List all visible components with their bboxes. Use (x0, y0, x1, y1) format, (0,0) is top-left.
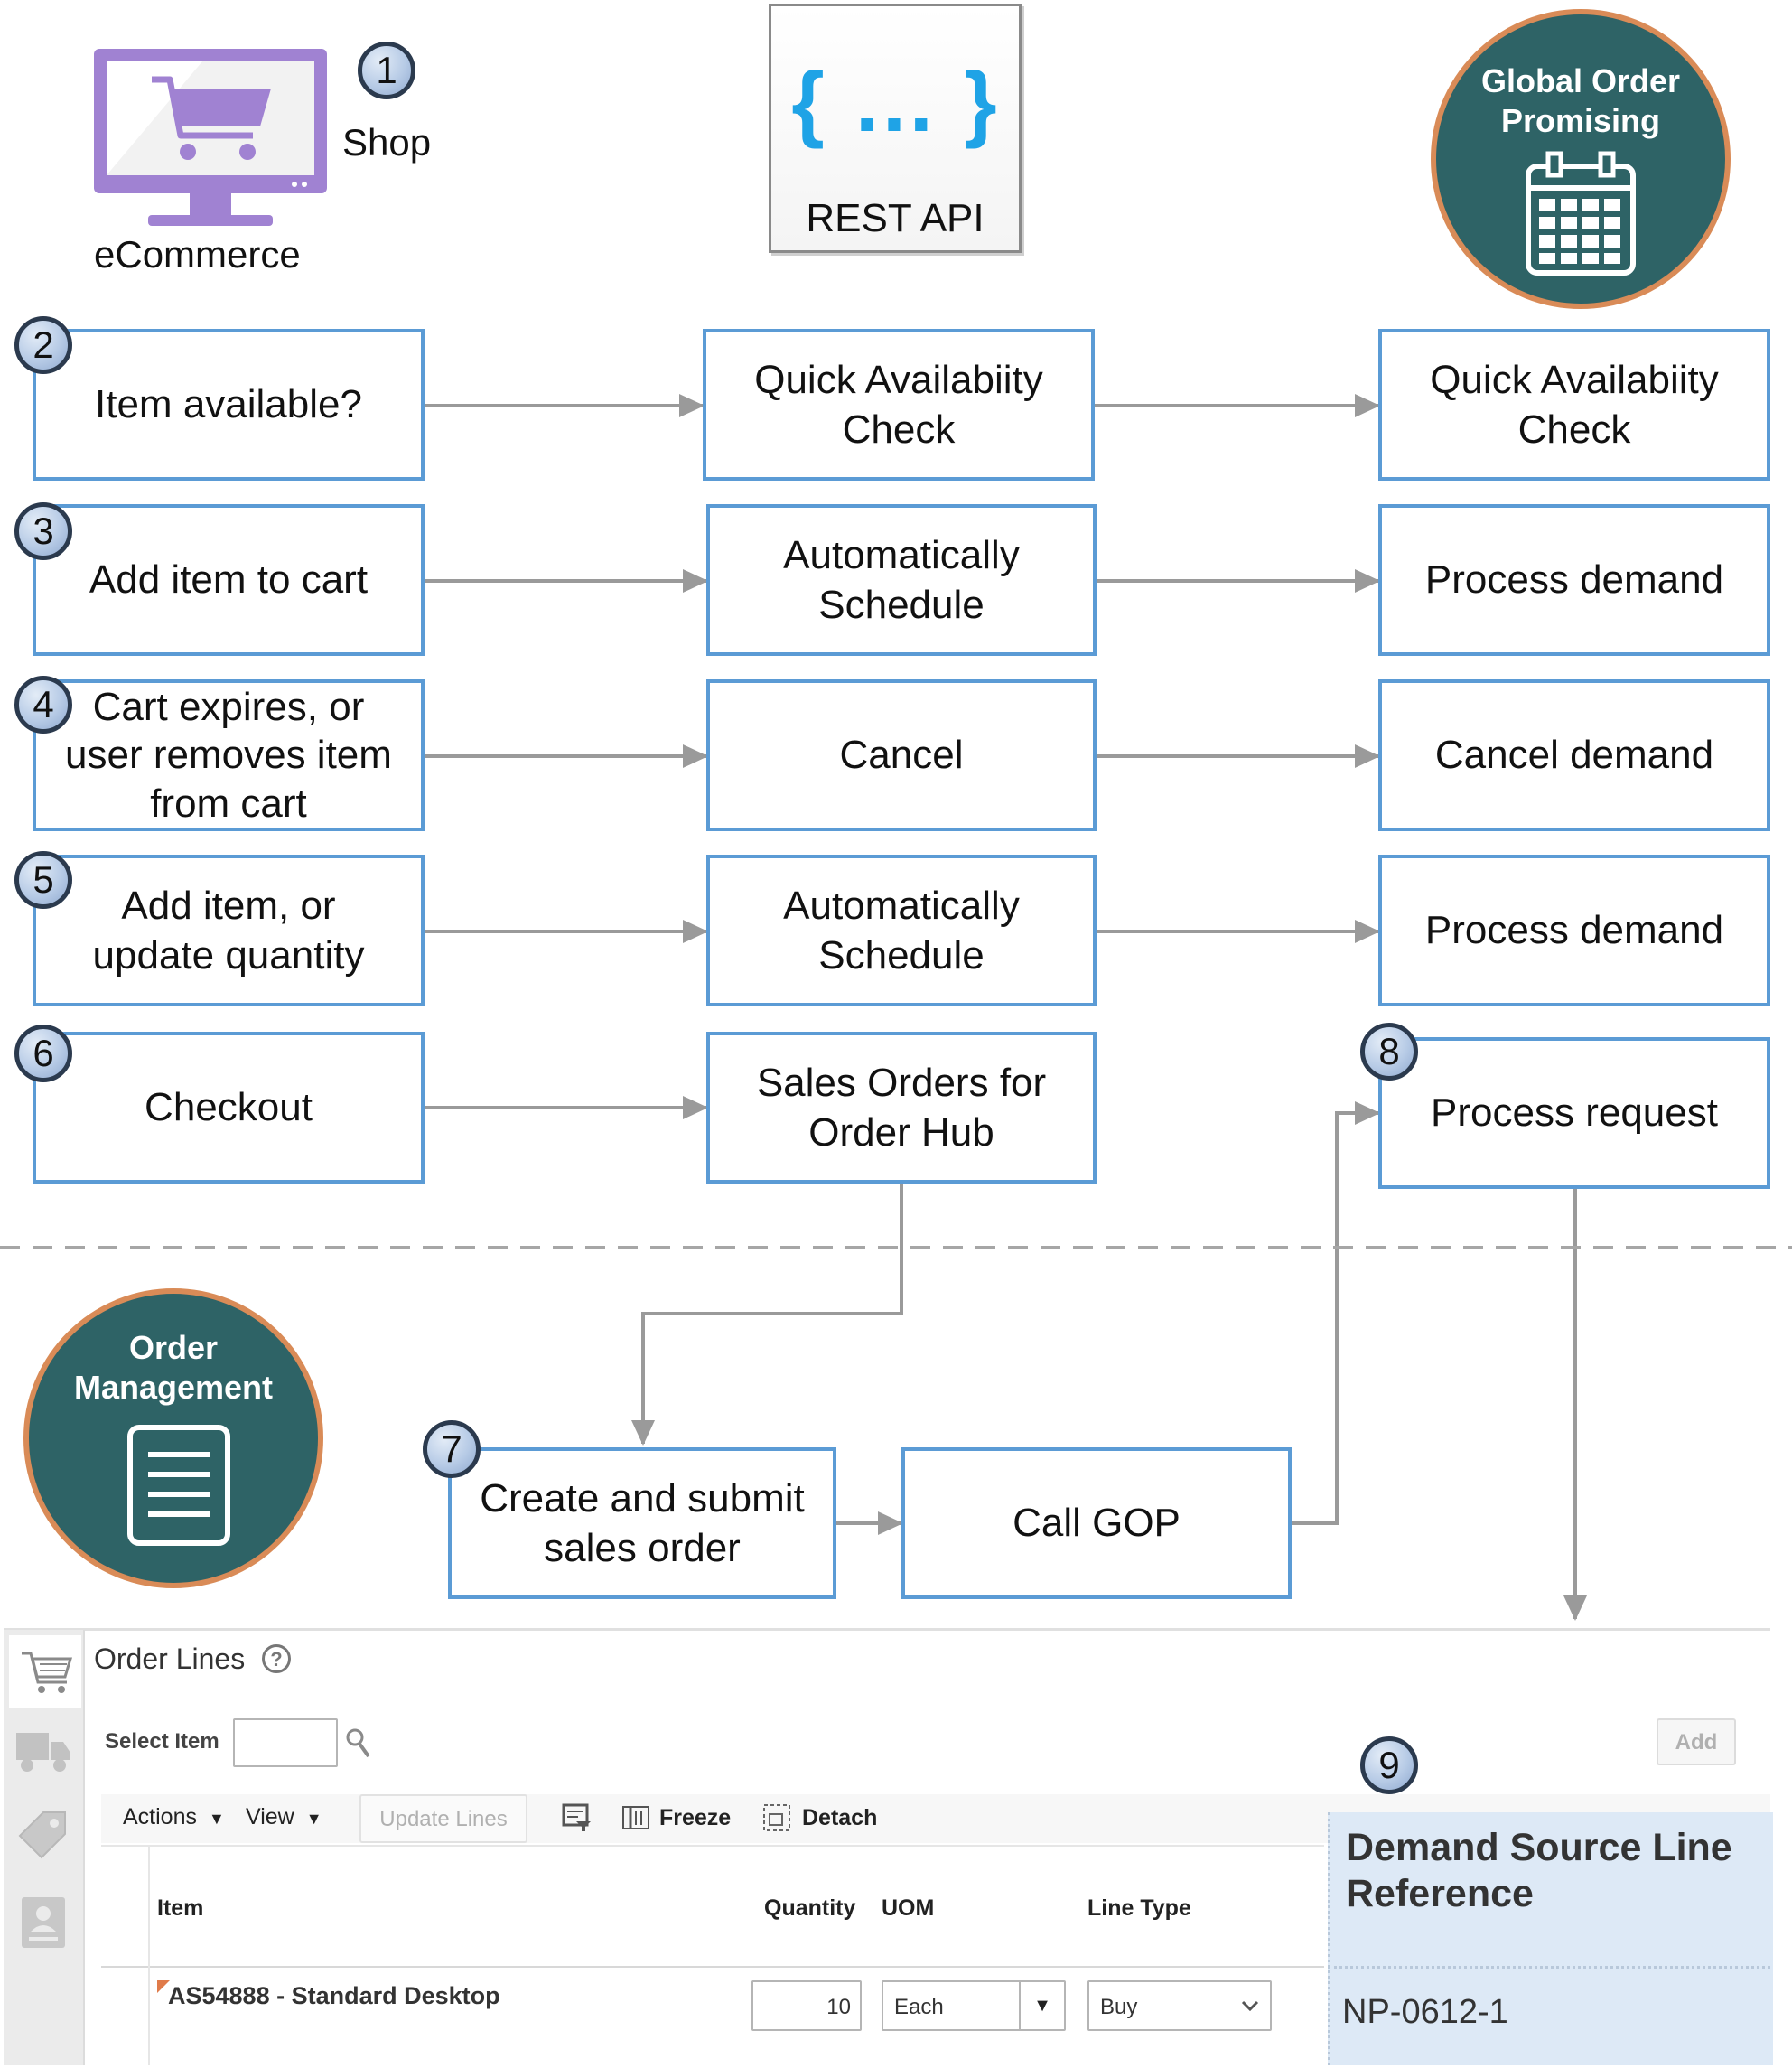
step-badge-8: 8 (1360, 1023, 1418, 1081)
box-cancel-demand: Cancel demand (1378, 679, 1770, 831)
box-quick-availability-gop: Quick Availabiity Check (1378, 329, 1770, 481)
box-automatically-schedule-1: Automatically Schedule (706, 504, 1097, 656)
ecommerce-monitor-icon (94, 49, 327, 229)
order-management-title: Order Management (73, 1329, 274, 1406)
step-badge-1: 1 (358, 42, 415, 99)
chevron-down-icon: ▼ (305, 1810, 322, 1828)
actions-label: Actions (123, 1804, 197, 1829)
order-lines-title: Order Lines (94, 1642, 246, 1675)
step-badge-9: 9 (1360, 1736, 1418, 1794)
row-flag-icon (157, 1980, 170, 1993)
box-cart-expires: Cart expires, or user removes item from … (33, 679, 425, 831)
row-header-gutter (101, 1847, 150, 2065)
freeze-icon (622, 1806, 649, 1829)
rest-api-glyph: { … } (791, 54, 999, 149)
cart-icon (22, 1652, 73, 1693)
order-management-circle: Order Management (23, 1288, 323, 1588)
line-type-select[interactable]: Buy (1087, 1980, 1272, 2031)
view-menu[interactable]: View ▼ (246, 1804, 322, 1830)
truck-icon[interactable] (14, 1726, 72, 1776)
box-create-and-submit: Create and submit sales order (448, 1447, 836, 1599)
step-badge-6: 6 (14, 1025, 72, 1082)
contact-card-icon[interactable] (18, 1894, 69, 1950)
row-item[interactable]: AS54888 - Standard Desktop (168, 1982, 500, 2009)
uom-select[interactable]: Each ▼ (882, 1980, 1066, 2031)
quantity-value: 10 (826, 1995, 851, 2019)
step-badge-3: 3 (14, 502, 72, 560)
select-item-input[interactable] (233, 1718, 338, 1767)
help-icon[interactable]: ? (262, 1644, 291, 1673)
query-by-example-icon[interactable] (562, 1801, 593, 1832)
chevron-down-icon (1241, 2000, 1259, 2012)
table-header (101, 1845, 1324, 1968)
column-demand-source-line-reference[interactable]: Demand Source Line Reference (1346, 1826, 1732, 1915)
gop-title: Global Order Promising (1480, 62, 1681, 139)
box-process-demand-2: Process demand (1378, 855, 1770, 1006)
step-badge-2: 2 (14, 316, 72, 374)
tag-icon[interactable] (13, 1805, 72, 1865)
shop-label: Shop (342, 121, 432, 164)
box-item-available: Item available? (33, 329, 425, 481)
cart-tab[interactable] (9, 1635, 81, 1708)
demand-source-column (1328, 1812, 1773, 2065)
step-badge-5: 5 (14, 851, 72, 909)
box-add-item-to-cart: Add item to cart (33, 504, 425, 656)
column-uom[interactable]: UOM (882, 1895, 935, 1921)
ecommerce-label: eCommerce (94, 233, 301, 276)
update-lines-button[interactable]: Update Lines (359, 1794, 527, 1843)
freeze-button[interactable]: Freeze (659, 1805, 732, 1830)
search-icon[interactable] (345, 1727, 372, 1760)
gop-circle: Global Order Promising (1431, 9, 1731, 309)
chevron-down-icon: ▼ (208, 1810, 225, 1828)
box-call-gop: Call GOP (901, 1447, 1292, 1599)
box-sales-orders-order-hub: Sales Orders for Order Hub (706, 1032, 1097, 1184)
select-item-label: Select Item (105, 1729, 219, 1754)
detach-icon (763, 1804, 790, 1831)
box-cancel: Cancel (706, 679, 1097, 831)
uom-dropdown-button[interactable]: ▼ (1019, 1982, 1064, 2029)
detach-button[interactable]: Detach (802, 1805, 878, 1830)
arrow-callgop-to-processrequest (1292, 1101, 1380, 1525)
column-quantity[interactable]: Quantity (764, 1895, 856, 1921)
step-badge-7: 7 (423, 1420, 481, 1478)
box-checkout: Checkout (33, 1032, 425, 1184)
quantity-input[interactable]: 10 (751, 1980, 862, 2031)
box-automatically-schedule-2: Automatically Schedule (706, 855, 1097, 1006)
demand-source-header-sep (1328, 1966, 1770, 1969)
column-line-type[interactable]: Line Type (1087, 1895, 1191, 1921)
step-badge-4: 4 (14, 676, 72, 734)
box-process-request: Process request (1378, 1037, 1770, 1189)
box-add-item-or-update: Add item, or update quantity (33, 855, 425, 1006)
view-label: View (246, 1804, 294, 1829)
add-button[interactable]: Add (1657, 1718, 1736, 1765)
box-quick-availability-api: Quick Availabiity Check (703, 329, 1095, 481)
box-process-demand-1: Process demand (1378, 504, 1770, 656)
arrow-salesorders-to-create (631, 1182, 903, 1446)
actions-menu[interactable]: Actions ▼ (123, 1804, 225, 1830)
rest-api-label: REST API (806, 196, 985, 240)
line-type-value: Buy (1100, 1995, 1138, 2019)
demand-source-value: NP-0612-1 (1342, 1993, 1508, 2031)
rest-api-box: { … } REST API (769, 4, 1022, 253)
document-icon (127, 1425, 230, 1546)
calendar-icon (1526, 151, 1636, 276)
uom-value: Each (894, 1995, 944, 2019)
column-item[interactable]: Item (157, 1895, 204, 1921)
